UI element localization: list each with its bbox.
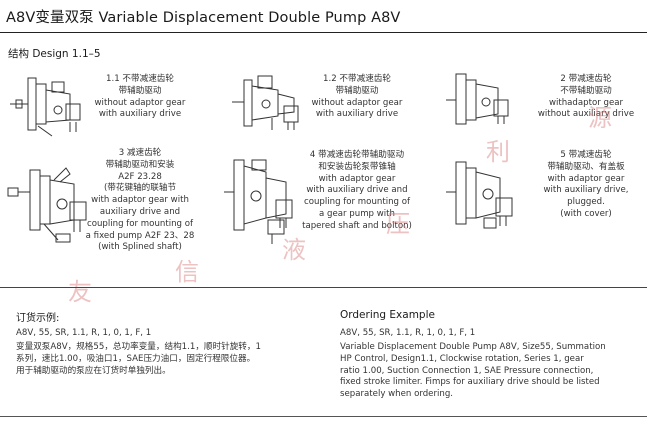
caption-line: (带花键轴的联轴节	[103, 183, 177, 194]
ordering-line: Variable Displacement Double Pump A8V, S…	[340, 342, 606, 352]
top-divider	[0, 32, 647, 33]
caption-line: without adaptor gear	[94, 97, 186, 108]
caption-line: 带辅助驱动	[118, 85, 162, 96]
watermark-char: 利	[486, 138, 510, 166]
caption-line: (with cover)	[560, 208, 612, 219]
ordering-text-en: Variable Displacement Double Pump A8V, S…	[340, 342, 606, 401]
watermark-char: 信	[175, 258, 199, 286]
caption-line: 4 带减速齿轮带辅助驱动	[309, 150, 405, 160]
section-subtitle: 结构 Design 1.1–5	[8, 48, 101, 60]
caption-line: coupling for mounting of	[303, 197, 411, 208]
caption-line: (with Splined shaft)	[98, 242, 182, 253]
page-title: A8V变量双泵 Variable Displacement Double Pum…	[6, 10, 401, 26]
caption-line: without adaptor gear	[311, 97, 403, 108]
caption-line: tapered shaft and bolton)	[302, 220, 412, 231]
bottom-divider	[0, 416, 647, 417]
design-1-2-drawing	[232, 72, 312, 138]
caption-line: withadaptor gear	[548, 97, 624, 108]
design-2-drawing	[446, 70, 518, 134]
caption-line: a gear pump with	[319, 208, 395, 219]
caption-line: 3 减速齿轮	[118, 148, 162, 158]
caption-line: with auxiliary drive	[98, 109, 182, 120]
caption-line: with adaptor gear	[318, 173, 396, 184]
ordering-line: HP Control, Design1.1, Clockwise rotatio…	[340, 353, 584, 364]
caption-line: 5 带减速齿轮	[560, 150, 612, 160]
watermark-char: 液	[282, 236, 306, 264]
caption-line: 1.1 不带减速齿轮	[106, 74, 174, 84]
caption-line: with adaptor gear with	[91, 195, 189, 206]
watermark-char: 压	[386, 210, 410, 238]
ordering-code-en: A8V, 55, SR, 1.1, R, 1, 0, 1, F, 1	[340, 328, 476, 338]
ordering-line: fixed stroke limiter. Fimps for auxiliar…	[340, 377, 600, 388]
watermark-char: 友	[68, 278, 92, 306]
caption-line: 不带辅助驱动	[560, 85, 612, 96]
caption-line: auxiliary drive and	[99, 206, 181, 217]
ordering-title-en: Ordering Example	[340, 309, 435, 321]
ordering-text-cn: 变量双泵A8V，规格55，总功率变量，结构1.1，顺时针旋转，1 系列，速比1.…	[16, 342, 261, 377]
caption-line: A2F 23.28	[118, 171, 162, 182]
ordering-line: 系列，速比1.00，吸油口1，SAE压力油口，固定行程限位器。	[16, 353, 256, 364]
design-5-drawing	[446, 158, 522, 240]
ordering-line: separately when ordering.	[340, 389, 454, 400]
caption-line: plugged.	[567, 197, 605, 208]
ordering-divider	[0, 287, 647, 288]
ordering-line: 用于辅助驱动的泵应在订货时单独列出。	[16, 365, 171, 376]
ordering-line: ratio 1.00, Suction Connection 1, SAE Pr…	[340, 365, 594, 376]
caption-line: 带辅助驱动、有盖板	[547, 161, 625, 172]
design-4-drawing	[224, 156, 308, 250]
caption-line: without auxiliary drive	[537, 109, 635, 120]
ordering-title-cn: 订货示例:	[16, 313, 60, 324]
caption-line: with auxiliary drive,	[543, 185, 629, 196]
caption-line: a fixed pump A2F 23、28	[85, 230, 195, 241]
design-1-1-drawing	[8, 70, 92, 142]
ordering-code-cn: A8V, 55, SR, 1.1, R, 1, 0, 1, F, 1	[16, 328, 152, 338]
caption-line: 带辅助驱动和安装	[105, 159, 175, 170]
caption-line: coupling for mounting of	[86, 218, 194, 229]
caption-line: with auxiliary drive and	[306, 185, 408, 196]
design-3-drawing	[8, 160, 98, 250]
caption-line: with adaptor gear	[547, 173, 625, 184]
caption-line: with auxiliary drive	[315, 109, 399, 120]
caption-line: 2 带减速齿轮	[560, 74, 612, 84]
caption-line: 带辅助驱动	[335, 85, 379, 96]
ordering-line: 变量双泵A8V，规格55，总功率变量，结构1.1，顺时针旋转，1	[16, 342, 261, 352]
caption-line: 1.2 不带减速齿轮	[323, 74, 391, 84]
caption-line: 和安装齿轮泵带锥轴	[318, 161, 396, 172]
watermark-char: 源	[588, 104, 612, 132]
